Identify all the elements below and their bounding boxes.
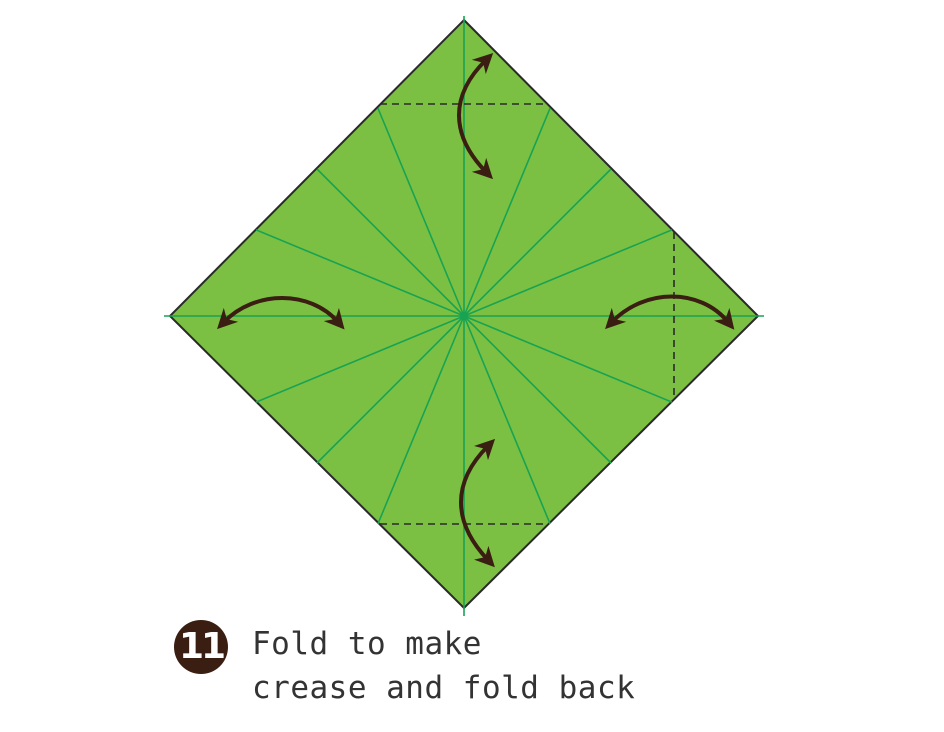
crease-line [463, 229, 673, 317]
crease-line [463, 168, 612, 317]
crease-line [377, 315, 465, 525]
curved-double-arrow-icon [459, 438, 496, 568]
center-point [460, 312, 468, 320]
crease-line [255, 315, 465, 403]
crease-lines [164, 16, 764, 616]
crease-line [463, 315, 612, 464]
curved-double-arrow-icon [217, 296, 345, 330]
curved-double-arrow-icon [457, 53, 494, 180]
crease-line [463, 107, 551, 317]
caption-line-1: Fold to make [252, 626, 482, 662]
crease-line [316, 315, 465, 464]
curved-double-arrow-icon [605, 294, 735, 330]
crease-line [377, 107, 465, 317]
crease-line [316, 168, 465, 317]
step-caption: Fold to make crease and fold back [252, 622, 635, 710]
step-number-badge: 11 [174, 620, 228, 674]
fold-arrows [217, 53, 735, 568]
crease-line [463, 315, 673, 403]
caption-line-2: crease and fold back [252, 670, 636, 706]
crease-line [255, 229, 465, 317]
crease-line [463, 315, 551, 525]
